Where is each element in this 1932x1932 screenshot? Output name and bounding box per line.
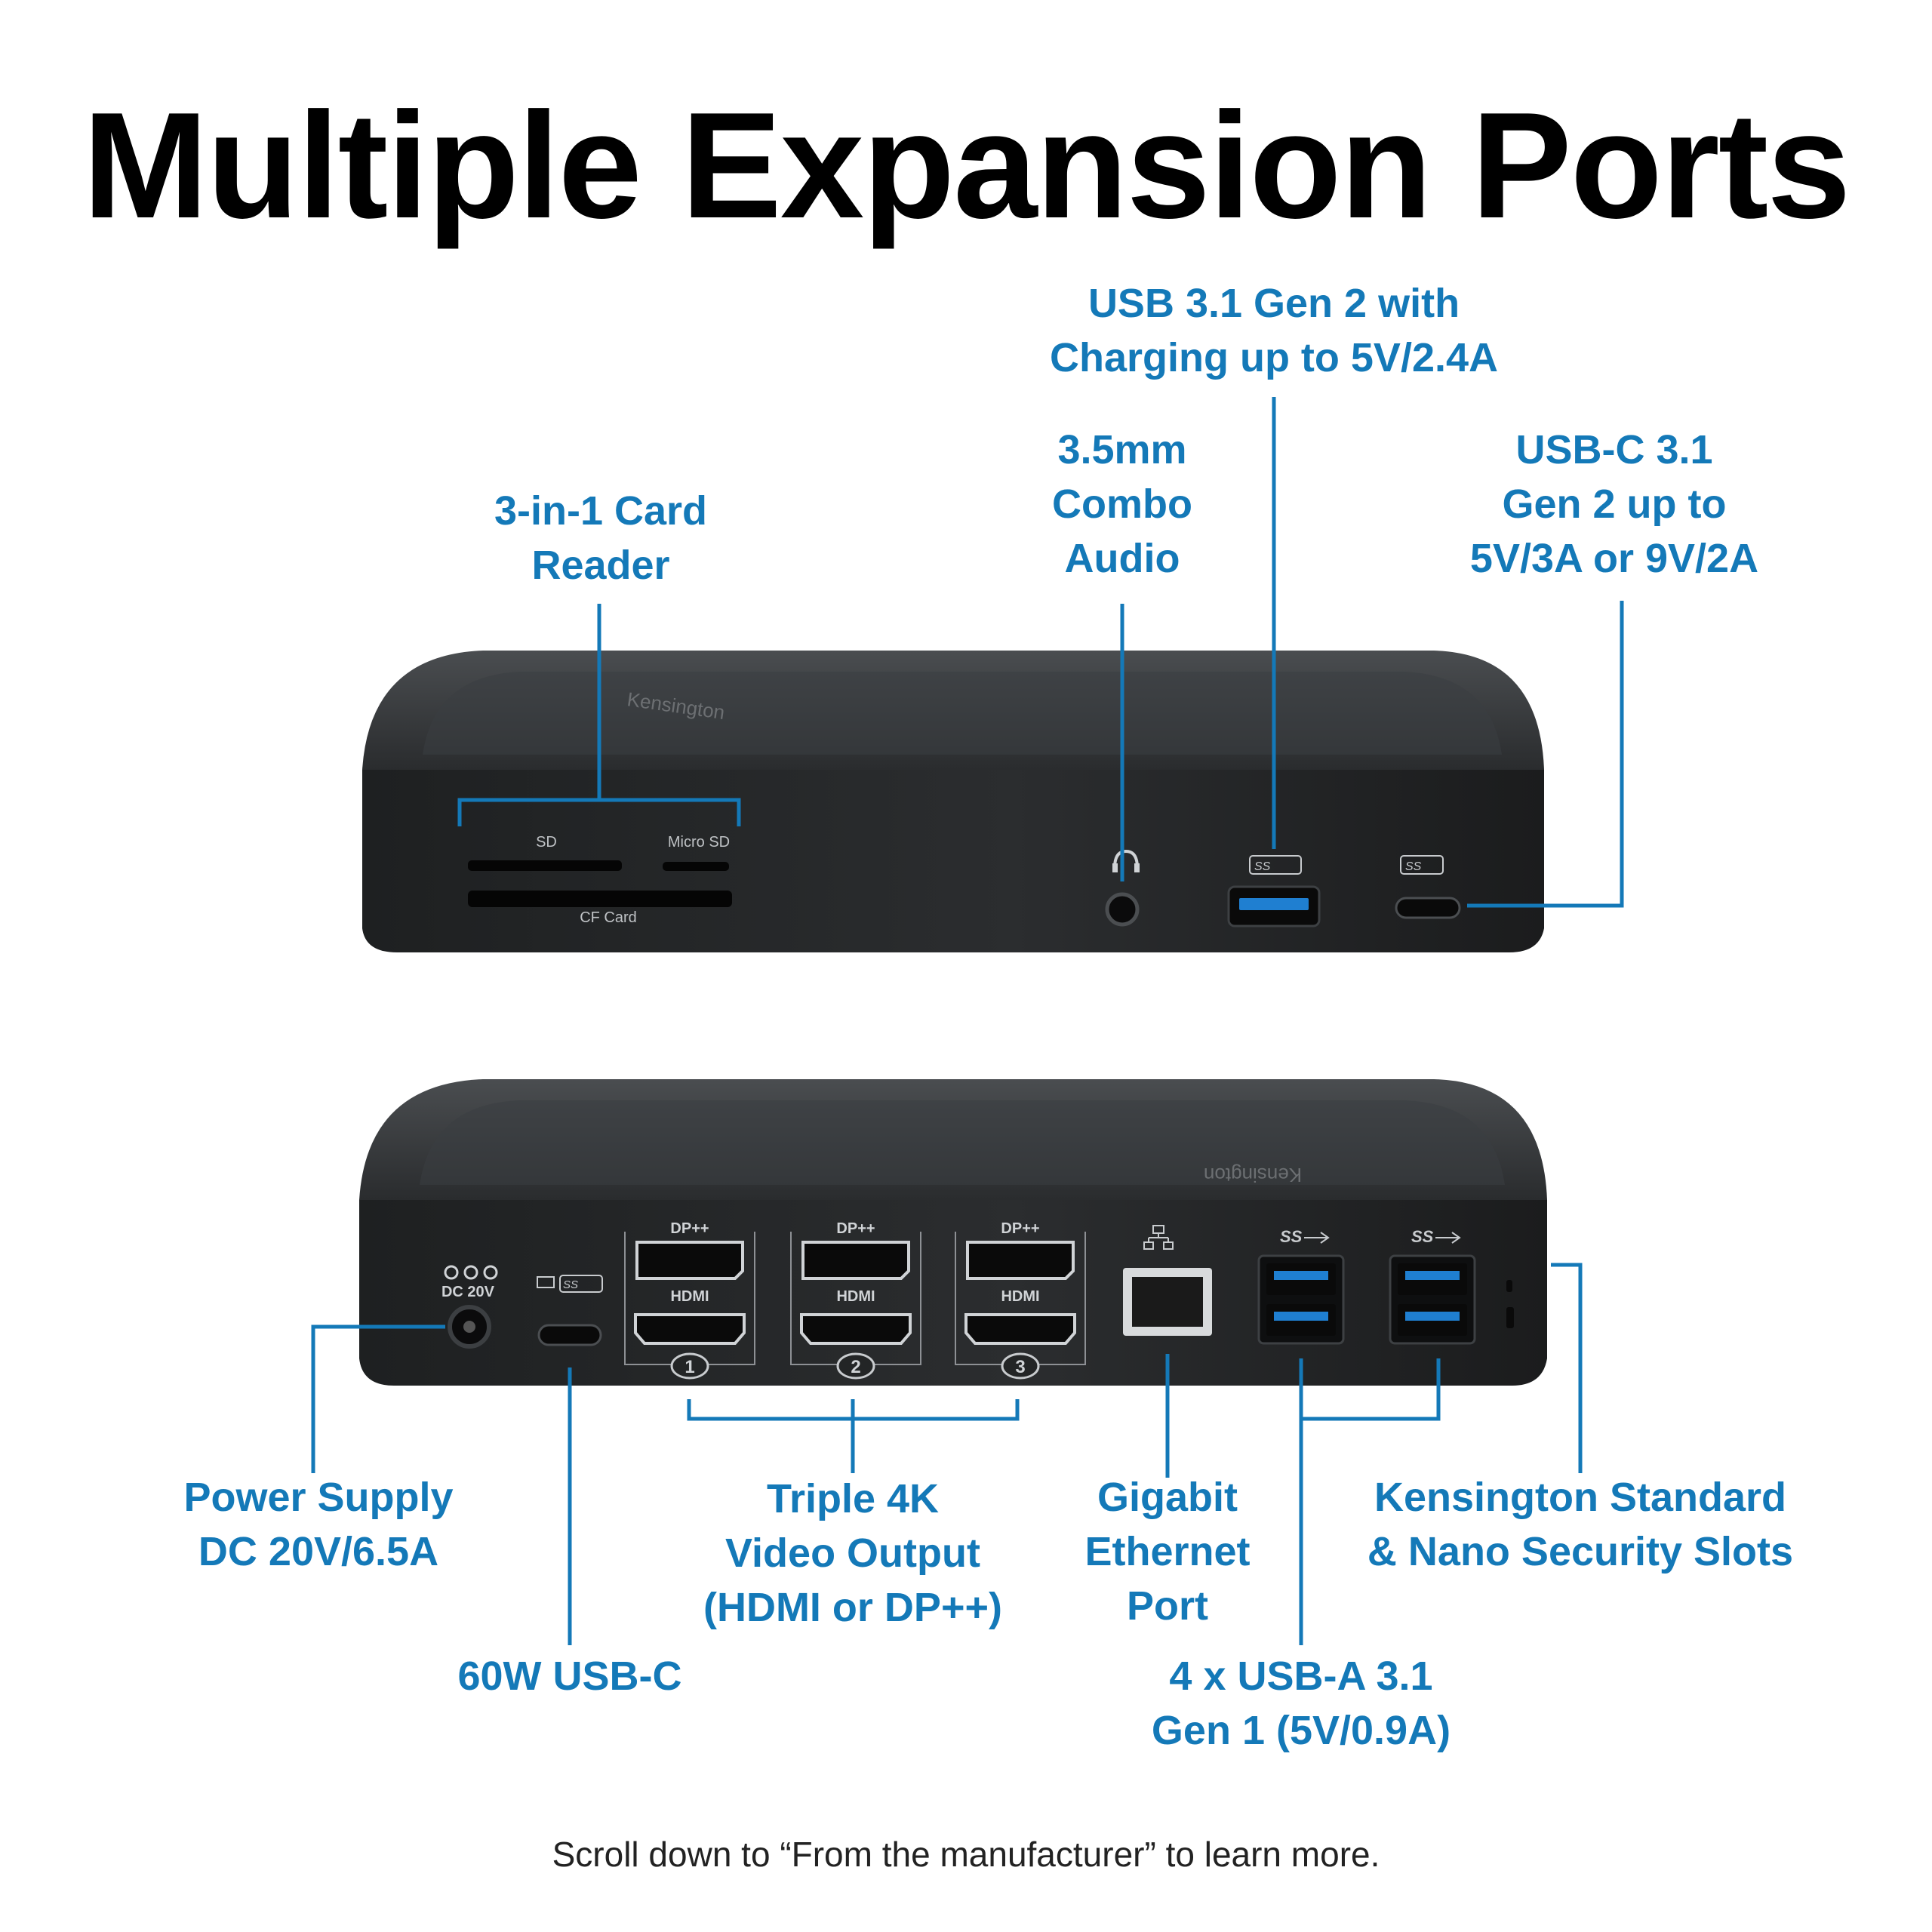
- svg-text:SS: SS: [1280, 1227, 1303, 1246]
- front-usb-c-port[interactable]: [1395, 897, 1461, 919]
- ethernet-callout: Gigabit Ethernet Port: [1084, 1475, 1251, 1629]
- hdmi-label: HDMI: [670, 1288, 709, 1305]
- usbc31-callout: USB-C 3.1 Gen 2 up to 5V/3A or 9V/2A: [1469, 427, 1759, 581]
- security-callout: Kensington Standard & Nano Security Slot…: [1367, 1475, 1794, 1574]
- dp-label: DP++: [1001, 1220, 1039, 1237]
- svg-text:SS: SS: [563, 1278, 578, 1291]
- display-number-badge: [670, 1352, 709, 1380]
- audio-jack-port[interactable]: [1105, 892, 1140, 927]
- usbc-60w-callout: 60W USB-C: [457, 1654, 682, 1699]
- usb-a-port-2-tongue: [1274, 1312, 1328, 1321]
- security-slot-standard[interactable]: [1506, 1307, 1514, 1328]
- security-slot-nano[interactable]: [1506, 1280, 1512, 1292]
- page-title: Multiple Expansion Ports: [82, 82, 1850, 250]
- usb-a-port-3-tongue: [1405, 1271, 1460, 1280]
- callout-leader-lines: [311, 397, 1624, 1645]
- power-supply-leader: [311, 1324, 445, 1473]
- front-dock-top-inset: [423, 672, 1502, 755]
- audio-callout: 3.5mm Combo Audio: [1052, 427, 1192, 581]
- hdmi-port-1[interactable]: [634, 1313, 746, 1345]
- dc-polarity-icon: [444, 1265, 498, 1280]
- video-group-1: DP++ HDMI 1: [624, 1220, 755, 1380]
- video-group-2: DP++ HDMI 2: [790, 1220, 921, 1380]
- rear-usb-c-60w-port[interactable]: [537, 1324, 602, 1346]
- displayport-3[interactable]: [966, 1241, 1075, 1280]
- dc-power-pin: [463, 1321, 475, 1333]
- ethernet-network-icon: [1143, 1225, 1174, 1250]
- footer-note: Scroll down to “From the manufacturer” t…: [552, 1835, 1380, 1874]
- dp-label: DP++: [670, 1220, 709, 1237]
- superspeed-usb-icon: SS: [1411, 1227, 1461, 1246]
- micro-sd-slot[interactable]: [663, 862, 729, 871]
- svg-text:SS: SS: [1405, 860, 1422, 873]
- displayport-2[interactable]: [801, 1241, 910, 1280]
- sd-label: SD: [536, 834, 557, 851]
- rear-dock-face: [359, 1200, 1547, 1386]
- security-leader: [1551, 1263, 1583, 1473]
- headset-icon: [1112, 849, 1140, 872]
- usba-callout: 4 x USB-A 3.1 Gen 1 (5V/0.9A): [1151, 1654, 1451, 1753]
- front-usb-a-tongue: [1239, 898, 1309, 910]
- display-number: 2: [851, 1357, 860, 1377]
- display-number-badge: [1001, 1352, 1040, 1380]
- usbc31-leader: [1467, 601, 1624, 908]
- front-dock: Kensington SD Micro SD CF Card SS: [362, 651, 1544, 952]
- rear-dock-top-inset: [420, 1100, 1505, 1185]
- ethernet-port-opening: [1132, 1277, 1203, 1327]
- sd-card-slot[interactable]: [468, 860, 622, 871]
- micro-sd-label: Micro SD: [668, 834, 730, 851]
- dc-20v-label: DC 20V: [441, 1284, 495, 1300]
- video-output-bracket: [687, 1399, 1020, 1473]
- superspeed-usb-icon: SS: [1249, 855, 1302, 875]
- display-number: 3: [1015, 1357, 1025, 1377]
- card-reader-callout: 3-in-1 Card Reader: [494, 488, 708, 588]
- hdmi-label: HDMI: [1001, 1288, 1039, 1305]
- usb-a-port-4-tongue: [1405, 1312, 1460, 1321]
- displayport-1[interactable]: [635, 1241, 744, 1280]
- svg-text:SS: SS: [1411, 1227, 1434, 1246]
- dp-label: DP++: [836, 1220, 875, 1237]
- video-port-groups: DP++ HDMI 1 DP++ HDMI 2 DP++ HDMI 3: [624, 1220, 1086, 1380]
- video-output-callout: Triple 4K Video Output (HDMI or DP++): [703, 1476, 1003, 1630]
- display-number-badge: [836, 1352, 875, 1380]
- rear-dock: Kensington DC 20V SS DP++HDMI1DP++HDMI2D…: [359, 1079, 1547, 1386]
- usba-bracket: [1299, 1358, 1441, 1645]
- rear-brand-text: Kensington: [1204, 1164, 1302, 1186]
- hdmi-label: HDMI: [836, 1288, 875, 1305]
- cf-card-slot[interactable]: [468, 891, 732, 907]
- video-group-3: DP++ HDMI 3: [955, 1220, 1086, 1380]
- display-number: 1: [685, 1357, 694, 1377]
- laptop-usb-c-icon: SS: [537, 1275, 603, 1293]
- usb-a-port-1-tongue: [1274, 1271, 1328, 1280]
- superspeed-usb-c-icon: SS: [1400, 855, 1444, 875]
- hdmi-port-3[interactable]: [964, 1313, 1076, 1345]
- superspeed-usb-icon: SS: [1280, 1227, 1330, 1246]
- svg-text:SS: SS: [1254, 860, 1271, 873]
- cf-card-label: CF Card: [580, 909, 637, 926]
- usb31-gen2-callout: USB 3.1 Gen 2 with Charging up to 5V/2.4…: [1049, 281, 1499, 380]
- power-supply-callout: Power Supply DC 20V/6.5A: [183, 1475, 454, 1574]
- hdmi-port-2[interactable]: [800, 1313, 912, 1345]
